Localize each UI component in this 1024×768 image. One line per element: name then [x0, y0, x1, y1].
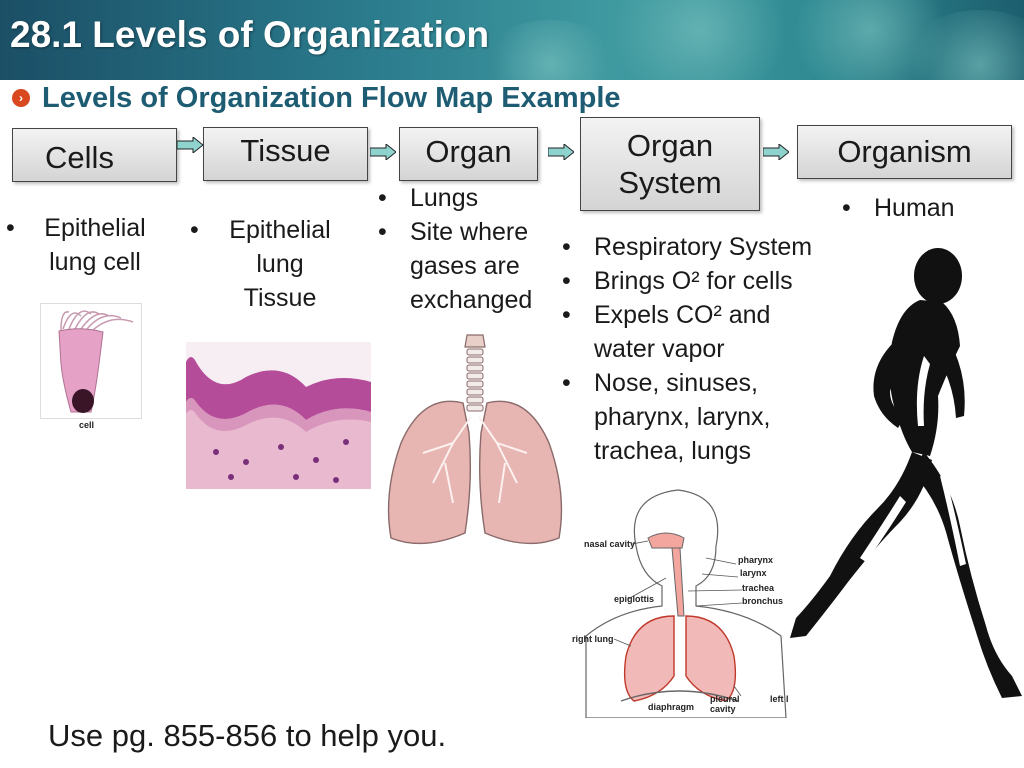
- list-item: Human: [836, 191, 996, 225]
- cells-line: lung cell: [49, 248, 141, 276]
- list-item: Respiratory System: [556, 230, 856, 264]
- organism-details: Human: [836, 191, 996, 225]
- cells-line: Epithelial: [44, 214, 146, 242]
- footer-note: Use pg. 855-856 to help you.: [48, 718, 447, 753]
- label-diaphragm: diaphragm: [648, 702, 695, 712]
- flow-label-line2: System: [618, 165, 722, 200]
- lungs-image: [383, 333, 567, 551]
- flow-label-line1: Organ: [626, 127, 714, 163]
- section-subtitle: Levels of Organization Flow Map Example: [42, 81, 621, 114]
- epithelial-cell-illustration: [58, 310, 134, 413]
- chevron-right-icon: ›: [12, 89, 30, 107]
- label-epiglottis: epiglottis: [614, 594, 654, 604]
- subtitle-row: › Levels of Organization Flow Map Exampl…: [12, 80, 621, 116]
- flow-box-organ-system: Organ System: [580, 117, 760, 211]
- flow-label: Organ: [425, 134, 512, 170]
- flow-arrow-icon: [370, 144, 396, 160]
- cells-description: Epithelial lung cell: [6, 211, 160, 279]
- page-title: 28.1 Levels of Organization: [10, 14, 490, 55]
- tissue-description: Epithelial lung Tissue: [190, 213, 346, 315]
- organ-details: Lungs Site where gases are exchanged: [372, 181, 572, 317]
- flow-box-tissue: Tissue: [203, 127, 368, 181]
- flow-box-organ: Organ: [399, 127, 538, 181]
- header-banner: 28.1 Levels of Organization: [0, 0, 1024, 80]
- flow-arrow-icon: [763, 144, 789, 160]
- lungs-illustration: [387, 334, 563, 545]
- label-trachea: trachea: [742, 583, 775, 593]
- respiratory-system-illustration: [585, 489, 787, 719]
- flow-label: Organism: [837, 134, 972, 170]
- label-left-lung: left l: [770, 694, 789, 704]
- list-item: Brings O² for cells: [556, 264, 856, 298]
- list-item: Lungs: [372, 181, 572, 215]
- list-item: Expels CO² and water vapor: [556, 298, 856, 366]
- tissue-line: Epithelial: [229, 216, 331, 244]
- runner-silhouette-illustration: [790, 248, 1022, 698]
- label-nasal-cavity: nasal cavity: [584, 539, 636, 549]
- tissue-line: Tissue: [243, 284, 317, 312]
- list-item: Nose, sinuses, pharynx, larynx, trachea,…: [556, 366, 856, 468]
- cell-image: cell: [40, 303, 142, 430]
- respiratory-diagram: nasal cavity pharynx larynx trachea bron…: [566, 486, 790, 719]
- flow-box-organism: Organism: [797, 125, 1012, 179]
- tissue-image: [186, 342, 371, 489]
- organ-system-details: Respiratory System Brings O² for cells E…: [556, 230, 856, 468]
- label-larynx: larynx: [740, 568, 767, 578]
- flow-label: Cells: [45, 140, 114, 176]
- list-item-continuation: gases are: [410, 252, 520, 280]
- label-pleural-cavity: pleural cavity: [710, 694, 740, 714]
- tissue-line: lung: [256, 250, 304, 278]
- label-bronchus: bronchus: [742, 596, 784, 606]
- list-item-continuation: exchanged: [410, 286, 533, 314]
- cell-caption: cell: [79, 420, 95, 430]
- epithelial-tissue-illustration: [186, 342, 371, 489]
- flow-arrow-icon: [177, 137, 203, 153]
- label-right-lung: right lung: [572, 634, 614, 644]
- flow-label: Tissue: [240, 133, 331, 169]
- label-pharynx: pharynx: [738, 555, 774, 565]
- list-item: Site where gases are exchanged: [372, 215, 572, 317]
- flow-arrow-icon: [548, 144, 574, 160]
- runner-image: [790, 246, 1022, 708]
- flow-box-cells: Cells: [12, 128, 177, 182]
